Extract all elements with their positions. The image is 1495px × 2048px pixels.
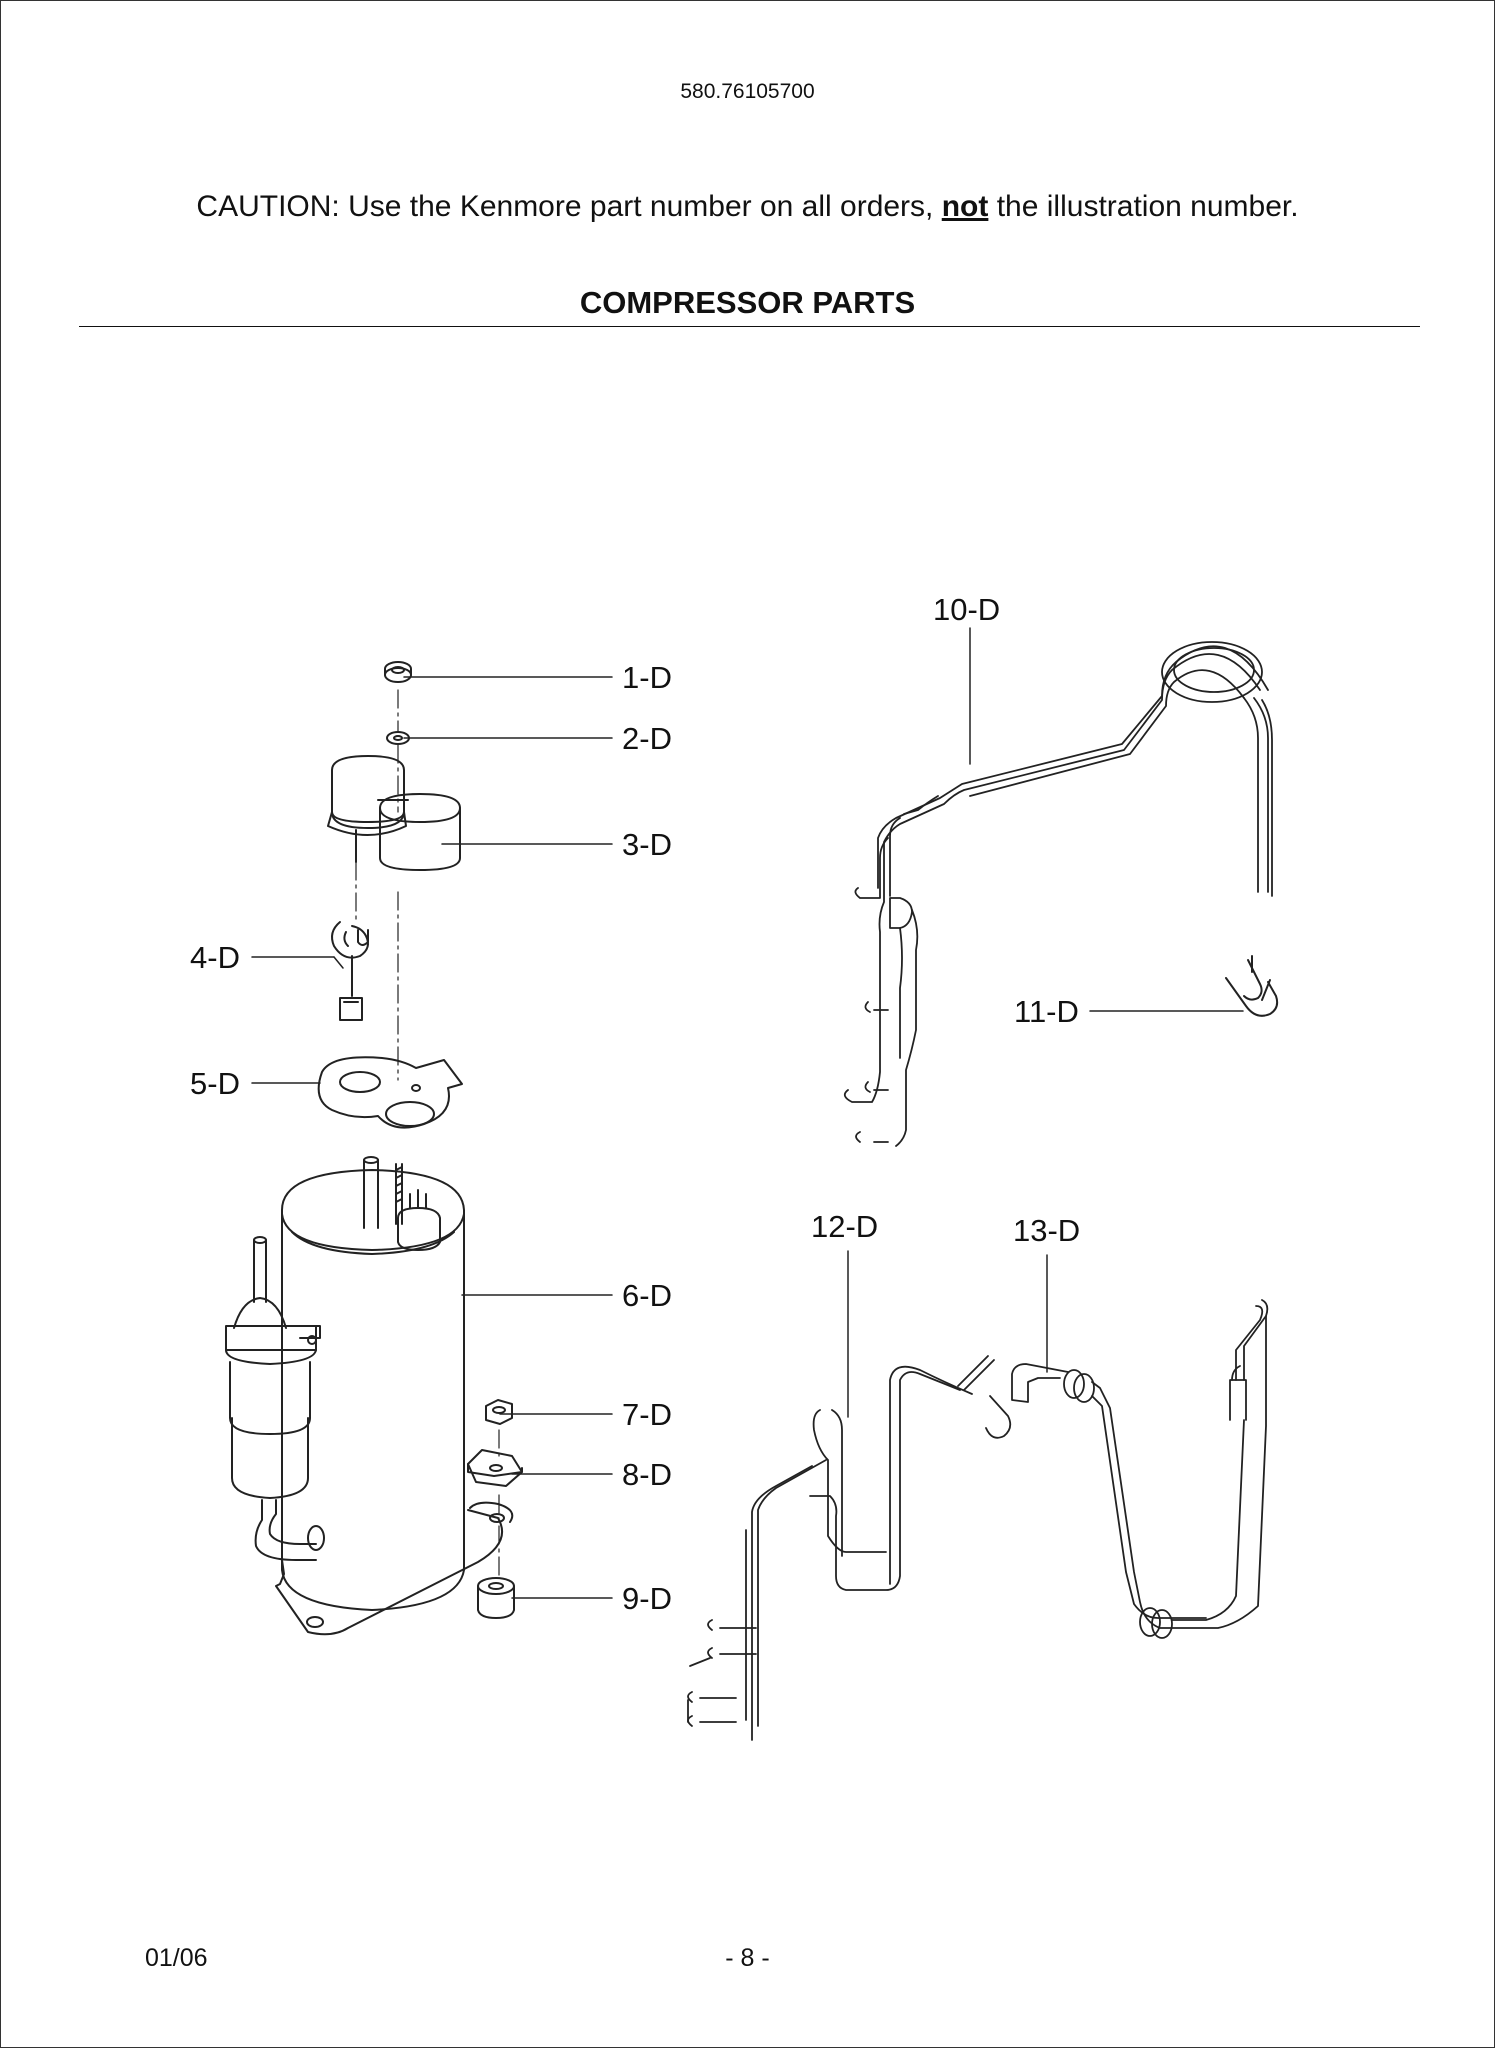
callout-6-d: 6-D [622,1278,672,1313]
part-6-compressor [275,1156,514,1636]
part-5-gasket [317,1056,463,1129]
footer-page-number: - 8 - [725,1944,770,1972]
part-3-terminal-cover [327,755,461,871]
callout-2-d: 2-D [622,721,672,756]
part-12-tube [687,1355,1012,1741]
leader-lines [251,627,1244,1599]
part-11-clip [1225,955,1279,1017]
section-title: COMPRESSOR PARTS [579,285,916,320]
part-6-accumulator [225,1236,325,1561]
caution-prefix: CAUTION: Use the Kenmore part number on … [196,190,934,223]
callout-12-d: 12-D [811,1209,878,1244]
part-10-capillary-assembly [843,641,1273,1147]
callout-9-d: 9-D [622,1581,672,1616]
part-4-connector [331,921,369,1021]
callout-10-d: 10-D [933,592,1000,627]
callout-7-d: 7-D [622,1397,672,1432]
part-1-nut [384,661,412,683]
part-8-bracket [467,1449,523,1487]
part-2-washer [386,731,410,745]
part-9-grommet [477,1577,515,1619]
part-13-tube [1011,1299,1269,1639]
part-7-nut [485,1399,513,1425]
callout-labels: 1-D 2-D 3-D 4-D 5-D 6-D 7-D 8-D 9-D 10-D… [190,592,1080,1616]
callout-8-d: 8-D [622,1457,672,1492]
callout-3-d: 3-D [622,827,672,862]
footer-date: 01/06 [145,1944,208,1972]
caution-emphasis: not [941,190,989,223]
exploded-axis [355,689,500,1581]
callout-11-d: 11-D [1014,994,1079,1029]
caution-suffix: the illustration number. [996,190,1299,223]
caution-note: CAUTION: Use the Kenmore part number on … [0,190,1495,224]
callout-13-d: 13-D [1013,1213,1080,1248]
callout-1-d: 1-D [622,660,672,695]
callout-5-d: 5-D [190,1066,240,1101]
model-number: 580.76105700 [680,80,815,103]
callout-4-d: 4-D [190,940,240,975]
title-rule [79,326,1420,327]
